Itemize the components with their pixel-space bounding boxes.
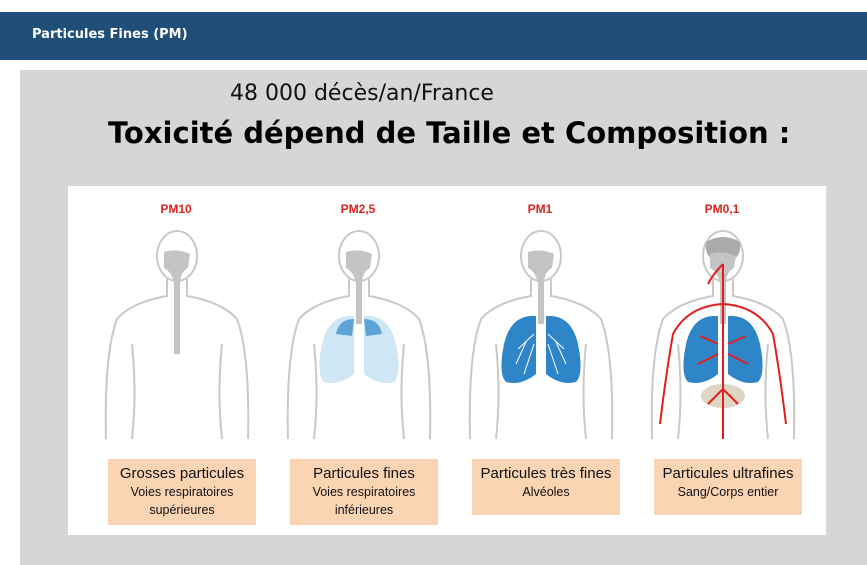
page-title: Particules Fines (PM) bbox=[32, 27, 188, 42]
box-line-1: Sang/Corps entier bbox=[677, 485, 779, 499]
box-line-2: inférieures bbox=[334, 503, 394, 517]
box-title: Particules très fines bbox=[480, 465, 612, 482]
body-lungs-blue-icon bbox=[468, 230, 614, 439]
box-line-1: Voies respiratoires bbox=[130, 485, 234, 499]
body-bloodstream-icon bbox=[650, 230, 796, 439]
box-line-2: supérieures bbox=[149, 503, 215, 517]
title-bar: Particules Fines (PM) bbox=[0, 12, 867, 60]
pm-label: PM1 bbox=[527, 202, 553, 216]
figure-pm2-5: PM2,5 Particules fines Voies respiratoir… bbox=[268, 186, 448, 535]
particle-box: Grosses particules Voies respiratoires s… bbox=[108, 459, 256, 525]
figure-pm10: PM10 Grosses particules Voies respiratoi… bbox=[86, 186, 266, 535]
box-title: Particules fines bbox=[313, 465, 415, 482]
body-lungs-light-icon bbox=[286, 230, 432, 439]
box-title: Particules ultrafines bbox=[662, 465, 794, 482]
box-line-1: Voies respiratoires bbox=[312, 485, 416, 499]
particle-box: Particules fines Voies respiratoires inf… bbox=[290, 459, 438, 525]
particle-diagram: PM10 Grosses particules Voies respiratoi… bbox=[68, 186, 826, 535]
particle-box: Particules ultrafines Sang/Corps entier bbox=[654, 459, 802, 515]
figure-pm1: PM1 Particules très fines Alvéoles bbox=[450, 186, 630, 535]
pm-label: PM2,5 bbox=[340, 202, 376, 216]
box-line-1: Alvéoles bbox=[522, 485, 570, 499]
figure-pm0-1: PM0,1 Particules ultrafines S bbox=[632, 186, 812, 535]
slide-heading: Toxicité dépend de Taille et Composition… bbox=[108, 116, 791, 150]
box-title: Grosses particules bbox=[119, 465, 245, 482]
pm-label: PM10 bbox=[160, 202, 192, 216]
particle-box: Particules très fines Alvéoles bbox=[472, 459, 620, 515]
body-silhouette-icon bbox=[104, 230, 250, 439]
slide-subtitle: 48 000 décès/an/France bbox=[230, 81, 494, 106]
pm-label: PM0,1 bbox=[704, 202, 740, 216]
